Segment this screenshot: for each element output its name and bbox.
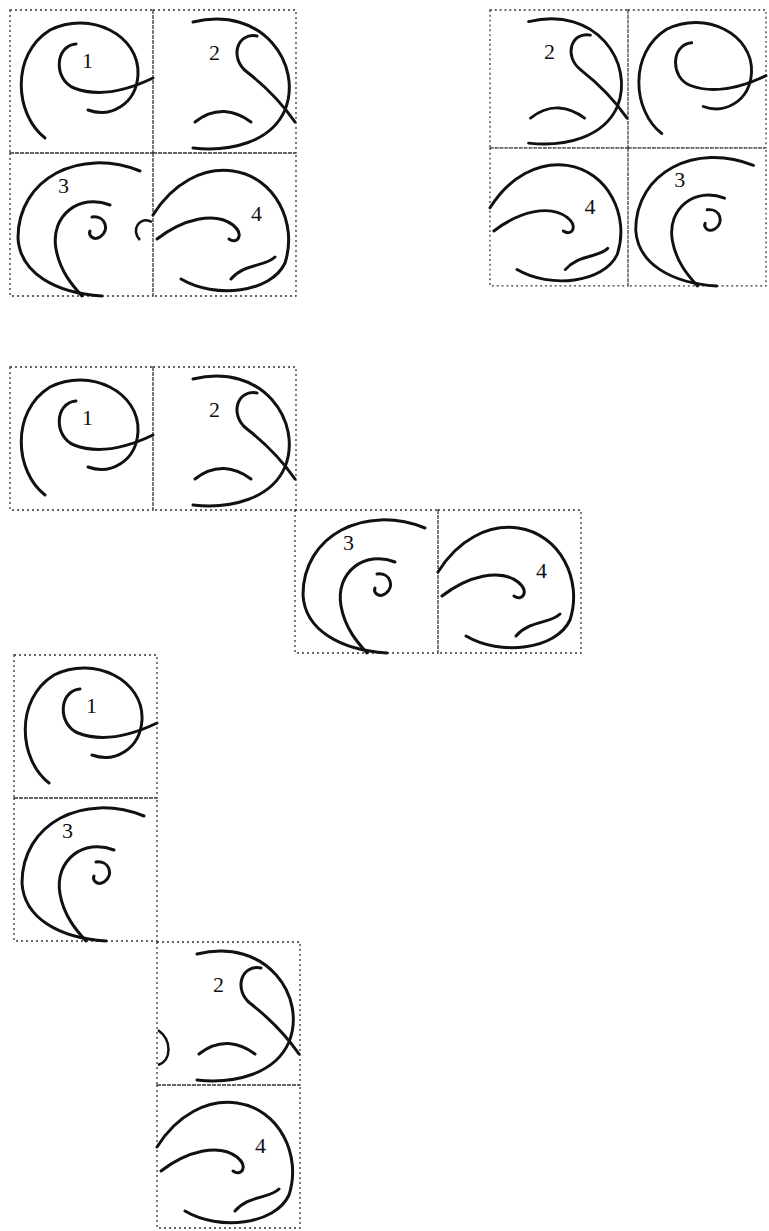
tile-number: 1 xyxy=(82,50,93,72)
tile-number: 4 xyxy=(251,203,262,225)
tile-group xyxy=(10,10,296,296)
tile-number: 3 xyxy=(58,175,69,197)
tile-group xyxy=(14,655,300,1228)
tile-number: 3 xyxy=(674,169,685,191)
tile-group xyxy=(490,10,766,286)
tile-number: 2 xyxy=(213,974,224,996)
tile-number: 2 xyxy=(209,399,220,421)
tile-number: 3 xyxy=(343,532,354,554)
tile-group xyxy=(10,367,581,653)
tile-number: 1 xyxy=(86,695,97,717)
tile-number: 2 xyxy=(209,42,220,64)
tile-number: 1 xyxy=(82,407,93,429)
tile-number: 4 xyxy=(536,560,547,582)
tile-number: 4 xyxy=(585,196,596,218)
tile-number: 2 xyxy=(544,41,555,63)
tile-number: 4 xyxy=(255,1135,266,1157)
tile-number: 3 xyxy=(62,820,73,842)
